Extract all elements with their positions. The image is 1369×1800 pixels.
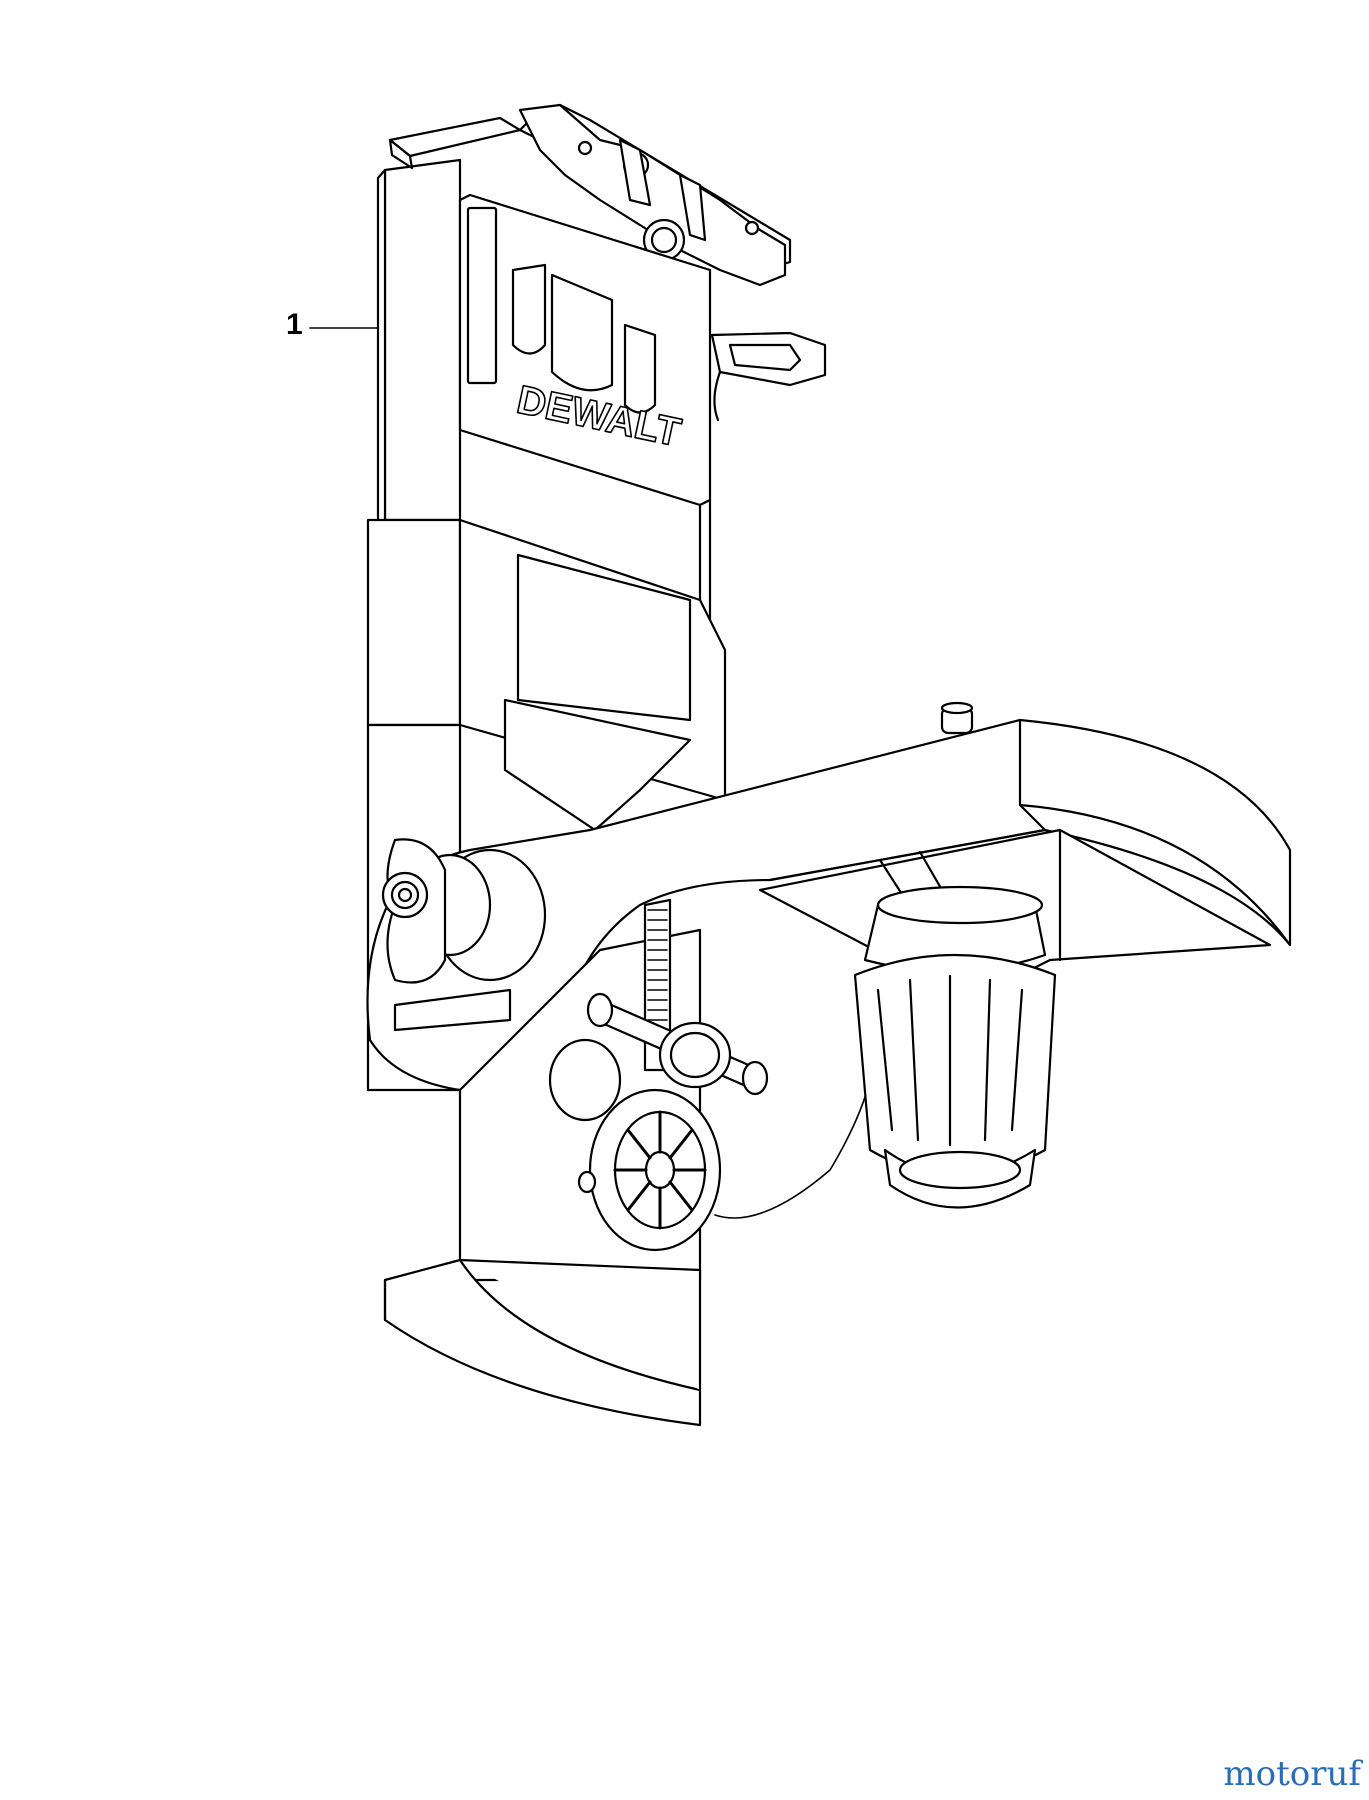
rack-gear: [586, 898, 769, 1096]
rear-plate: [376, 158, 462, 527]
cable: [714, 1079, 871, 1219]
callout-label-1: 1: [286, 308, 303, 341]
watermark: motoruf: [1223, 1754, 1361, 1794]
locking-knob-left: [381, 838, 547, 1032]
ribbed-knob-right: [853, 885, 1057, 1209]
watermark-text: motoruf: [1223, 1754, 1361, 1794]
top-clamp-bracket: [388, 103, 827, 422]
hand-wheel: [548, 1038, 722, 1252]
